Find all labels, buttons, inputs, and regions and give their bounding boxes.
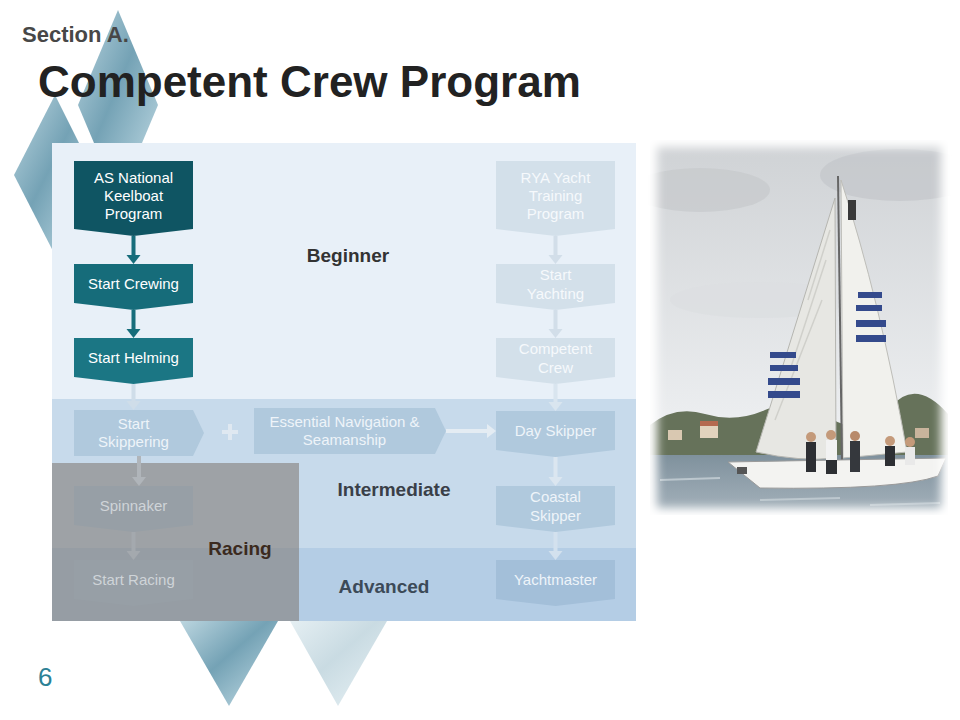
course-box: Coastal Skipper [496,486,615,532]
mainsail [841,180,907,458]
box-body: Start Crewing [74,264,193,305]
course-box: Start Yachting [496,264,615,310]
box-body: Essential Navigation & Seamanship [254,408,435,454]
box-fill [496,264,615,310]
course-label: Spinnaker [100,497,168,515]
box-body: Day Skipper [496,411,615,452]
page-number: 6 [38,662,52,693]
box-fill [74,486,193,532]
box-body: Spinnaker [74,486,193,527]
box-body: Yachtmaster [496,560,615,601]
course-box: RYA Yacht Training Program [496,161,615,236]
course-label: Competent Crew [511,340,601,377]
box-fill [496,161,615,236]
box-body: Start Racing [74,560,193,601]
box-fill [496,560,615,606]
slide-title: Competent Crew Program [38,60,581,104]
cloud [630,168,770,212]
box-fill [496,411,615,457]
section-label: Section A. [22,22,129,48]
level-label: Intermediate [338,479,451,501]
mast [838,176,842,462]
box-fill [74,560,193,606]
course-box: Competent Crew [496,338,615,384]
box-body: Competent Crew [496,338,615,379]
course-label: AS National Keelboat Program [81,169,186,224]
level-label: Advanced [339,576,430,598]
course-label: Coastal Skipper [516,488,596,525]
crew [806,430,915,474]
house [700,426,718,438]
course-label: Start Crewing [88,275,179,293]
box-fill [74,338,193,384]
box-fill [496,486,615,532]
box-body: Start Yachting [496,264,615,305]
course-box: Day Skipper [496,411,615,457]
water [650,455,948,515]
box-body: Start Helming [74,338,193,379]
box-fill [496,338,615,384]
course-label: Start Racing [92,571,175,589]
level-band: Beginner AS National Keelboat Program RYA … [52,143,636,399]
course-label: Yachtmaster [514,571,597,589]
sail-logo [848,200,856,220]
course-box: Essential Navigation & Seamanship [254,408,446,454]
course-label: Start Yachting [516,266,596,303]
course-box: Start Crewing [74,264,193,310]
box-body: AS National Keelboat Program [74,161,193,231]
course-label: Start Helming [88,349,179,367]
sea-triangle [180,621,278,706]
level-label: Racing [208,538,271,560]
box-fill [74,410,204,456]
house [915,428,929,438]
course-label: RYA Yacht Training Program [506,169,606,224]
sail-number [768,292,886,398]
course-box: AS National Keelboat Program [74,161,193,236]
box-fill [74,161,193,236]
course-box: Start Racing [74,560,193,606]
hull-number [737,467,747,474]
racing-region: Racing SpinnakerStart Racing [52,463,299,621]
level-label: Beginner [307,245,389,267]
sea-triangle [290,621,387,706]
course-box: Spinnaker [74,486,193,532]
course-label: Essential Navigation & Seamanship [260,413,430,450]
course-box: Start Skippering [74,410,204,456]
course-label: Start Skippering [86,415,181,452]
box-fill [254,408,446,454]
course-box: Yachtmaster [496,560,615,606]
box-fill [74,264,193,310]
roof [700,421,718,426]
box-body: Coastal Skipper [496,486,615,527]
box-body: Start Skippering [74,410,193,456]
jib [756,198,836,459]
course-box: Start Helming [74,338,193,384]
house [668,430,682,440]
sailboat-photo [630,140,960,515]
course-label: Day Skipper [515,422,597,440]
box-body: RYA Yacht Training Program [496,161,615,231]
